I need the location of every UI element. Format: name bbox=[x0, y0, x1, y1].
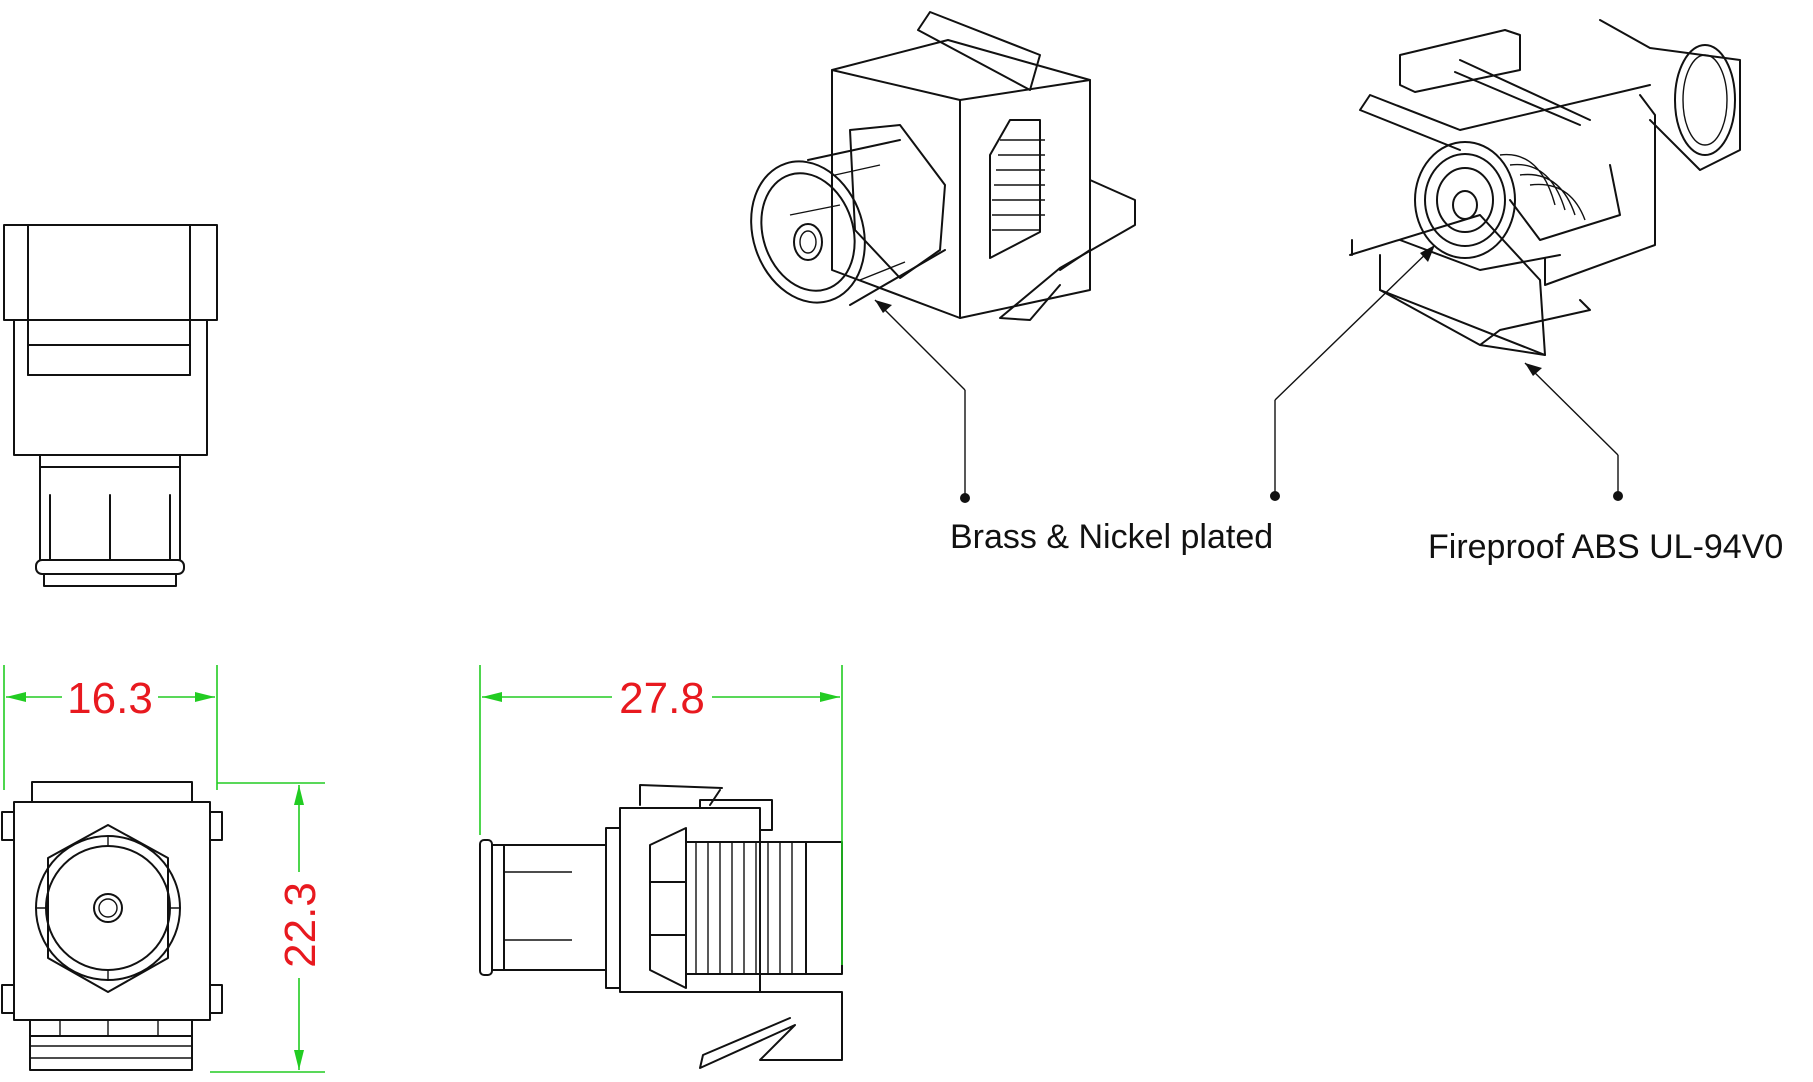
front-view bbox=[1, 781, 223, 1071]
dimension-width-label: 16.3 bbox=[67, 674, 153, 723]
dimension-width: 16.3 bbox=[3, 665, 325, 790]
label-fireproof-abs: Fireproof ABS UL-94V0 bbox=[1428, 528, 1783, 566]
dimension-length: 27.8 bbox=[479, 665, 843, 965]
isometric-view-right bbox=[1349, 19, 1741, 356]
callout-contact: Brass & Nickel plated bbox=[874, 299, 1273, 556]
dimension-length-label: 27.8 bbox=[619, 674, 705, 723]
side-view bbox=[479, 784, 843, 1069]
dimension-height: 22.3 bbox=[210, 785, 325, 1073]
callout-housing: Fireproof ABS UL-94V0 bbox=[1270, 244, 1783, 566]
top-view bbox=[3, 224, 218, 587]
label-brass-nickel: Brass & Nickel plated bbox=[950, 518, 1273, 556]
dimension-height-label: 22.3 bbox=[276, 882, 325, 968]
isometric-view-left bbox=[750, 11, 1136, 321]
